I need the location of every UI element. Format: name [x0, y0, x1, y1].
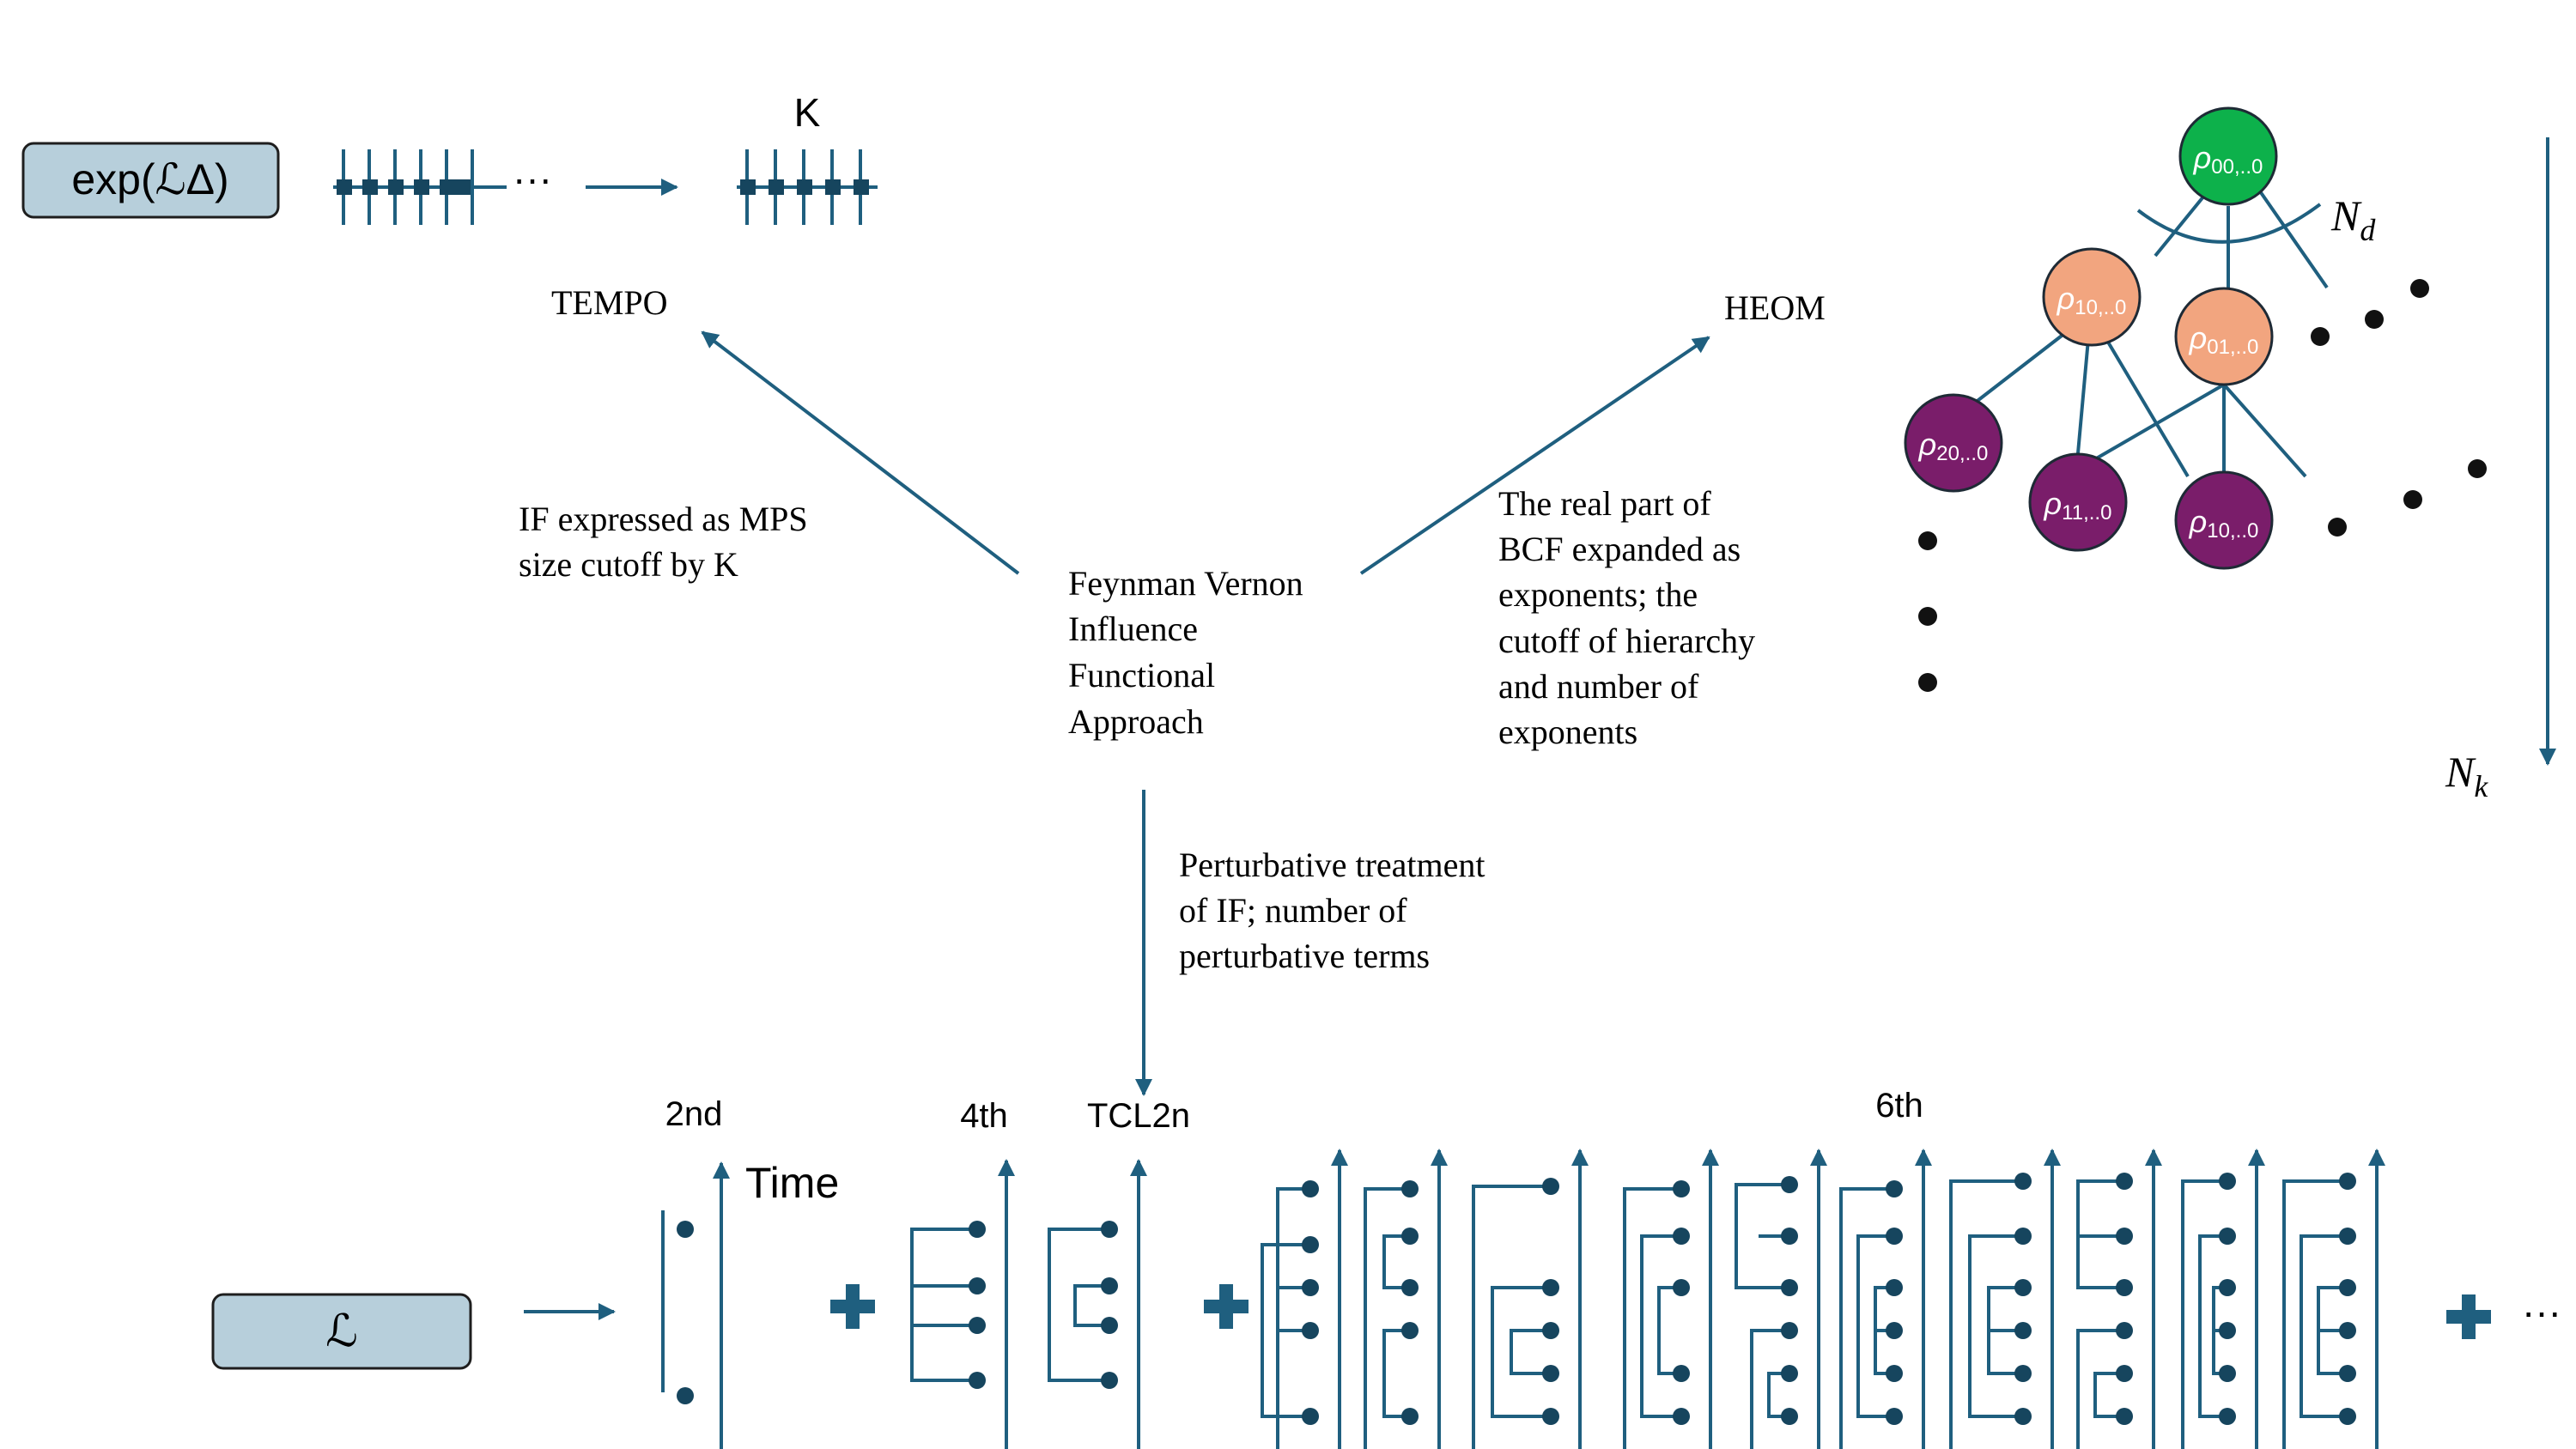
- diagram-6th-6: [1839, 1149, 1932, 1449]
- svg-text:Approach: Approach: [1068, 702, 1204, 741]
- diagram-6th-10: [2282, 1149, 2385, 1449]
- diagrams-6th-order: [1261, 1149, 2385, 1449]
- diagram-4th-order: [910, 1159, 1015, 1449]
- arrow-to-heom: [1359, 336, 1710, 575]
- exp-operator-label: exp(ℒΔ): [71, 155, 228, 203]
- diagram-tcl2n: [1048, 1159, 1147, 1449]
- heom-node-10b: ρ10,..0: [2174, 470, 2274, 570]
- svg-text:ρ10,..0: ρ10,..0: [2189, 504, 2259, 543]
- mps-chain-left: ···: [333, 149, 552, 225]
- plus-icon: [1204, 1284, 1249, 1329]
- svg-text:ρ01,..0: ρ01,..0: [2189, 320, 2259, 359]
- diagram-6th-8: [2076, 1149, 2162, 1449]
- diagram-6th-4: [1623, 1149, 1719, 1449]
- label-tcl2n: TCL2n: [1087, 1097, 1190, 1135]
- svg-text:ρ11,..0: ρ11,..0: [2044, 486, 2112, 524]
- k-label: K: [794, 90, 821, 135]
- heom-node-10: ρ10,..0: [2042, 247, 2142, 347]
- arrow-to-tempo: [701, 330, 1020, 575]
- plus-icon: [2446, 1294, 2491, 1339]
- diagram-6th-1: [1261, 1149, 1348, 1449]
- diagram-6th-7: [1949, 1149, 2061, 1449]
- heom-node-00: ρ00,..0: [2178, 106, 2278, 206]
- svg-text:perturbative terms: perturbative terms: [1179, 937, 1430, 975]
- svg-text:cutoff of hierarchy: cutoff of hierarchy: [1498, 621, 1755, 660]
- bottom-ellipsis: ···: [2522, 1289, 2561, 1334]
- svg-text:ρ00,..0: ρ00,..0: [2193, 140, 2263, 179]
- heom-node-20: ρ20,..0: [1904, 393, 2003, 493]
- svg-text:Influence: Influence: [1068, 609, 1198, 648]
- heom-tree-edges: [1969, 187, 2329, 478]
- svg-text:exponents; the: exponents; the: [1498, 575, 1698, 614]
- diagram-2nd-order: [661, 1161, 730, 1449]
- svg-text:and number of: and number of: [1498, 667, 1699, 706]
- nk-label: Nk: [2445, 748, 2488, 803]
- svg-text:size cutoff by K: size cutoff by K: [519, 545, 738, 584]
- heom-label: HEOM: [1724, 288, 1826, 327]
- svg-text:ρ20,..0: ρ20,..0: [1918, 427, 1989, 465]
- label-4th: 4th: [960, 1097, 1008, 1135]
- mps-ellipsis: ···: [513, 156, 552, 201]
- diagram-6th-5: [1735, 1149, 1827, 1449]
- exp-operator-box: exp(ℒΔ): [21, 142, 280, 219]
- plus-icon: [830, 1284, 875, 1329]
- svg-text:ρ10,..0: ρ10,..0: [2057, 281, 2127, 319]
- heom-node-11: ρ11,..0: [2028, 452, 2128, 552]
- diagram-6th-2: [1364, 1149, 1448, 1449]
- liouvillian-box: ℒ: [211, 1293, 472, 1370]
- feynman-vernon-text: Feynman Vernon Influence Functional Appr…: [1068, 564, 1303, 741]
- tempo-label: TEMPO: [551, 283, 668, 322]
- nd-label: Nd: [2330, 191, 2376, 247]
- mps-chain-right: [737, 149, 878, 225]
- svg-text:of IF; number of: of IF; number of: [1179, 891, 1407, 930]
- bcf-text: The real part of BCF expanded as exponen…: [1498, 484, 1755, 751]
- svg-text:IF expressed as MPS: IF expressed as MPS: [519, 500, 808, 538]
- svg-text:Feynman Vernon: Feynman Vernon: [1068, 564, 1303, 603]
- diagram-6th-9: [2181, 1149, 2265, 1449]
- svg-text:Functional: Functional: [1068, 656, 1215, 694]
- label-2nd: 2nd: [665, 1095, 723, 1133]
- perturbative-text: Perturbative treatment of IF; number of …: [1179, 846, 1485, 975]
- svg-text:BCF expanded as: BCF expanded as: [1498, 530, 1741, 568]
- diagram-6th-3: [1472, 1149, 1589, 1449]
- svg-text:The real part of: The real part of: [1498, 484, 1711, 523]
- label-time: Time: [745, 1159, 839, 1207]
- liouvillian-label: ℒ: [325, 1307, 357, 1356]
- svg-text:exponents: exponents: [1498, 712, 1637, 751]
- label-6th: 6th: [1875, 1087, 1923, 1125]
- svg-text:Perturbative treatment: Perturbative treatment: [1179, 846, 1485, 884]
- heom-node-01: ρ01,..0: [2174, 287, 2274, 386]
- if-mps-text: IF expressed as MPS size cutoff by K: [519, 500, 808, 584]
- heom-ellipsis-dots: [1918, 279, 2487, 692]
